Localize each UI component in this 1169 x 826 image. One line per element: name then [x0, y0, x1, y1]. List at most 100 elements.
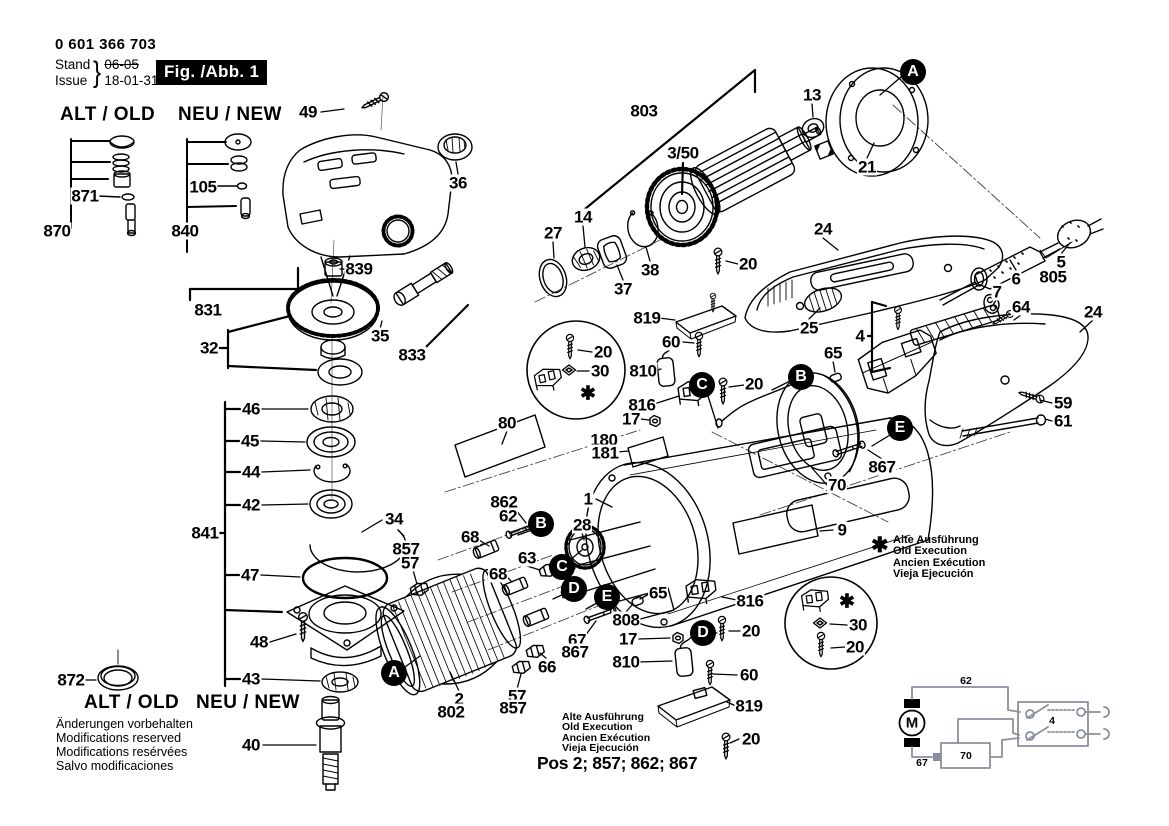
part-label-6: 6	[1010, 269, 1022, 289]
spindle-40-drawing	[315, 695, 346, 791]
alt-old-parts-drawing	[70, 135, 137, 237]
assembly-badge-E: E	[594, 584, 620, 610]
right-handle-drawing	[924, 313, 1089, 447]
part-label-80: 80	[496, 413, 518, 433]
part-label-808: 808	[611, 610, 641, 630]
part-label-28: 28	[571, 515, 593, 535]
part-label-60: 60	[738, 665, 760, 685]
part-label-20: 20	[740, 621, 762, 641]
circuit-label-4: 4	[1049, 714, 1055, 727]
figure-label: Fig. /Abb. 1	[156, 60, 268, 85]
assembly-badge-C: C	[549, 554, 575, 580]
part-label-60: 60	[660, 332, 682, 352]
part-label-34: 34	[383, 509, 405, 529]
oldexec-line-de: Alte Ausführung	[562, 711, 644, 723]
part-label-841: 841	[190, 523, 220, 543]
star-marker: ✱	[839, 591, 855, 613]
part-label-49: 49	[297, 102, 319, 122]
part-label-180: 180	[589, 430, 619, 450]
part-label-20: 20	[737, 254, 759, 274]
part-label-64: 64	[1010, 297, 1032, 317]
oldexec-line-fr: Ancien Exécution	[562, 731, 651, 744]
part-label-857: 857	[391, 539, 421, 559]
part-label-37: 37	[612, 279, 634, 299]
circuit-label-62: 62	[960, 674, 972, 687]
part-label-62: 62	[497, 506, 519, 526]
part-label-803: 803	[629, 101, 659, 121]
assembly-badge-D: D	[690, 620, 716, 646]
legend-line-en: Old Execution	[893, 545, 967, 558]
ring-nut-drawing	[437, 133, 473, 161]
circuit-label-M: M	[905, 714, 919, 732]
part-label-819: 819	[734, 696, 764, 716]
bearing-flange-drawing	[825, 67, 929, 177]
part-label-48: 48	[248, 632, 270, 652]
circuit-diagram-drawing	[898, 686, 1110, 769]
wire-drawing	[721, 382, 796, 422]
note-line-fr: Modifications resérvées	[56, 745, 188, 759]
part-label-805: 805	[1038, 267, 1068, 287]
part-label-70: 70	[826, 475, 848, 495]
assembly-badge-A: A	[381, 660, 407, 686]
legend-line-de: Alte Ausführung	[893, 534, 979, 546]
part-label-5: 5	[1055, 252, 1067, 272]
oldexec-line-en: Old Execution	[562, 721, 633, 734]
part-label-32: 32	[198, 338, 220, 358]
top-housing-drawing	[744, 235, 1004, 333]
section-bottom-alt-old: ALT / OLD	[84, 692, 180, 713]
part-label-57: 57	[399, 553, 421, 573]
part-label-43: 43	[240, 669, 262, 689]
section-bottom-neu-new: NEU / NEW	[196, 692, 300, 713]
part-label-14: 14	[572, 207, 594, 227]
part-label-25: 25	[798, 318, 820, 338]
bracket-lines	[188, 68, 892, 688]
revision-block: Stand Issue } 06-05 18-01-31	[55, 57, 158, 89]
part-label-871: 871	[70, 186, 100, 206]
assembly-badge-E: E	[887, 415, 913, 441]
circuit-label-67: 67	[916, 756, 928, 769]
note-line-es: Salvo modificaciones	[56, 759, 174, 773]
part-label-30: 30	[589, 361, 611, 381]
part-label-24: 24	[1082, 302, 1104, 322]
assembly-badge-D: D	[561, 576, 587, 602]
assembly-badge-B: B	[528, 511, 554, 537]
section-top-alt-old: ALT / OLD	[60, 104, 156, 125]
issue-label: Issue	[55, 73, 88, 88]
star-circles	[526, 320, 878, 670]
part-label-816: 816	[735, 591, 765, 611]
part-label-35: 35	[369, 326, 391, 346]
part-label-68: 68	[459, 527, 481, 547]
circuit-label-70: 70	[960, 749, 972, 762]
part-label-42: 42	[240, 495, 262, 515]
revision-brace: }	[93, 56, 102, 89]
old-execution-legend: Alte Ausführung Old Execution Ancien Exé…	[893, 534, 986, 580]
cord-plug-drawing	[970, 218, 1104, 291]
part-label-819: 819	[632, 308, 662, 328]
part-label-36: 36	[447, 173, 469, 193]
part-label-27: 27	[542, 223, 564, 243]
part-label-61: 61	[1052, 411, 1074, 431]
part-label-44: 44	[240, 462, 262, 482]
brush-parts-drawing	[408, 372, 867, 677]
position-reference-line: Pos 2; 857; 862; 867	[537, 753, 698, 773]
part-label-810: 810	[611, 652, 641, 672]
stand-value: 06-05	[104, 57, 139, 72]
part-label-1: 1	[582, 489, 594, 509]
part-label-59: 59	[1052, 393, 1074, 413]
legend-line-fr: Ancien Exécution	[893, 556, 986, 569]
part-label-20: 20	[592, 342, 614, 362]
part-label-833: 833	[397, 345, 427, 365]
part-label-68: 68	[487, 564, 509, 584]
part-label-3/50: 3/50	[666, 143, 700, 163]
part-label-21: 21	[856, 157, 878, 177]
part-label-45: 45	[239, 431, 261, 451]
part-label-2: 2	[453, 689, 465, 709]
star-marker: ✱	[580, 383, 596, 405]
part-label-65: 65	[822, 343, 844, 363]
spindle-833-drawing	[393, 262, 454, 306]
part-label-63: 63	[516, 548, 538, 568]
part-label-24: 24	[812, 219, 834, 239]
note-line-en: Modifications reserved	[56, 731, 182, 745]
